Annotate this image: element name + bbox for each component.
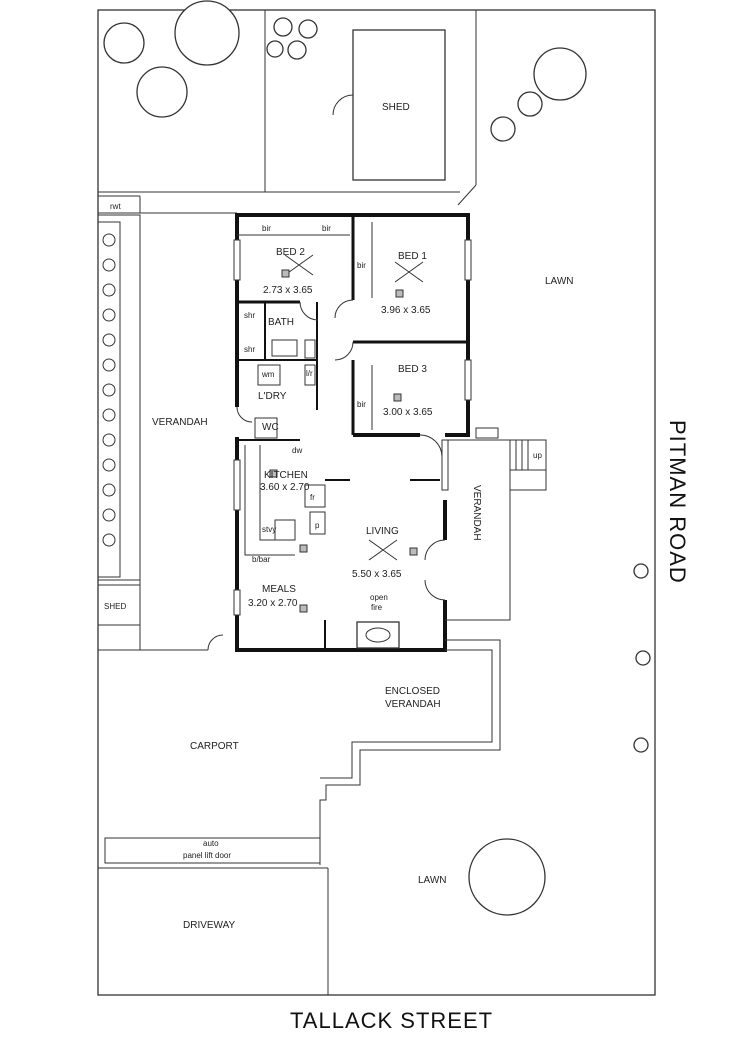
tree-icon [273, 17, 293, 37]
tree-icon [266, 40, 284, 58]
shrub-icon [102, 333, 116, 347]
tree-icon [533, 47, 587, 101]
stove-label: stvy [262, 525, 276, 534]
shrub-icon [102, 358, 116, 372]
carport-label: CARPORT [190, 741, 239, 752]
bir-label-bed2-a: bir [262, 224, 271, 233]
open-fire-label-2: fire [371, 603, 383, 612]
tree-icon [287, 40, 307, 60]
fireplace [356, 621, 400, 649]
enclosed-verandah-label-1: ENCLOSED [385, 686, 440, 697]
auto-door-label-2: panel lift door [183, 851, 231, 860]
fridge-label: fr [310, 493, 315, 502]
shed-top [352, 29, 446, 181]
verandah-west-label: VERANDAH [152, 417, 208, 428]
pitman-road-label: PITMAN ROAD [665, 420, 690, 584]
tree-icons [103, 0, 651, 916]
shrub-icon [102, 308, 116, 322]
bir-label-bed2-b: bir [322, 224, 331, 233]
rwt-label: rwt [110, 202, 121, 211]
bed3-size: 3.00 x 3.65 [383, 407, 433, 418]
steps-icon [509, 439, 547, 471]
verandah-east-label: VERANDAH [471, 485, 482, 541]
tree-icon [490, 116, 516, 142]
lawn-east-label: LAWN [545, 276, 574, 287]
dw-label: dw [292, 446, 302, 455]
up-label: up [533, 451, 542, 460]
kitchen-size: 3.60 x 2.70 [260, 482, 310, 493]
enclosed-verandah-label-2: VERANDAH [385, 699, 441, 710]
wm-label: wm [261, 370, 275, 379]
bed1-size: 3.96 x 3.65 [381, 305, 431, 316]
wc-label: WC [262, 422, 279, 433]
shrub-icon [102, 283, 116, 297]
shrub-icon [102, 258, 116, 272]
tree-icon [635, 650, 651, 666]
meals-size: 3.20 x 2.70 [248, 598, 298, 609]
lawn-south-label: LAWN [418, 875, 447, 886]
house-walls [207, 213, 472, 652]
tree-icon [103, 22, 145, 64]
shrub-icon [102, 433, 116, 447]
bed1-label: BED 1 [398, 251, 427, 262]
property-boundary [97, 9, 656, 996]
pantry-label: p [315, 521, 320, 530]
auto-door-label-1: auto [203, 839, 219, 848]
bed2-label: BED 2 [276, 247, 305, 258]
bir-label-bed1: bir [357, 261, 366, 270]
bbar-label: b/bar [252, 555, 271, 564]
laundry-label: L'DRY [258, 391, 287, 402]
fan-icons [269, 254, 424, 613]
lr-label: l/r [306, 369, 313, 378]
driveway-label: DRIVEWAY [183, 920, 236, 931]
shr-label-2: shr [244, 345, 255, 354]
shrub-icon [102, 408, 116, 422]
bir-label-bed3: bir [357, 400, 366, 409]
kitchen-label: KITCHEN [264, 470, 308, 481]
south-zones [98, 639, 501, 995]
shrub-icon [102, 233, 116, 247]
shed-west-label: SHED [104, 602, 126, 611]
shr-label-1: shr [244, 311, 255, 320]
tallack-street-label: TALLACK STREET [290, 1008, 493, 1033]
tree-icon [298, 19, 318, 39]
shrub-icon [102, 533, 116, 547]
bath-label: BATH [268, 317, 294, 328]
bed3-label: BED 3 [398, 364, 427, 375]
shrub-icon [102, 458, 116, 472]
bed2-size: 2.73 x 3.65 [263, 285, 313, 296]
tree-icon [136, 66, 188, 118]
auto-door [104, 837, 321, 864]
living-size: 5.50 x 3.65 [352, 569, 402, 580]
open-fire-label-1: open [370, 593, 388, 602]
tree-icon [517, 91, 543, 117]
meals-label: MEALS [262, 584, 296, 595]
west-hedge: SHED [97, 214, 141, 650]
tree-icon [174, 0, 240, 66]
shrub-icon [102, 383, 116, 397]
tree-icon [633, 563, 649, 579]
east-verandah: VERANDAH [445, 427, 547, 621]
shed-top-label: SHED [382, 102, 410, 113]
shrub-icon [102, 508, 116, 522]
tree-icon [633, 737, 649, 753]
living-label: LIVING [366, 526, 399, 537]
shrub-icon [102, 483, 116, 497]
room-labels: BED 2 2.73 x 3.65 BED 1 3.96 x 3.65 BED … [152, 224, 574, 931]
tree-icon [468, 838, 546, 916]
north-garden: SHED rwt [98, 10, 477, 214]
